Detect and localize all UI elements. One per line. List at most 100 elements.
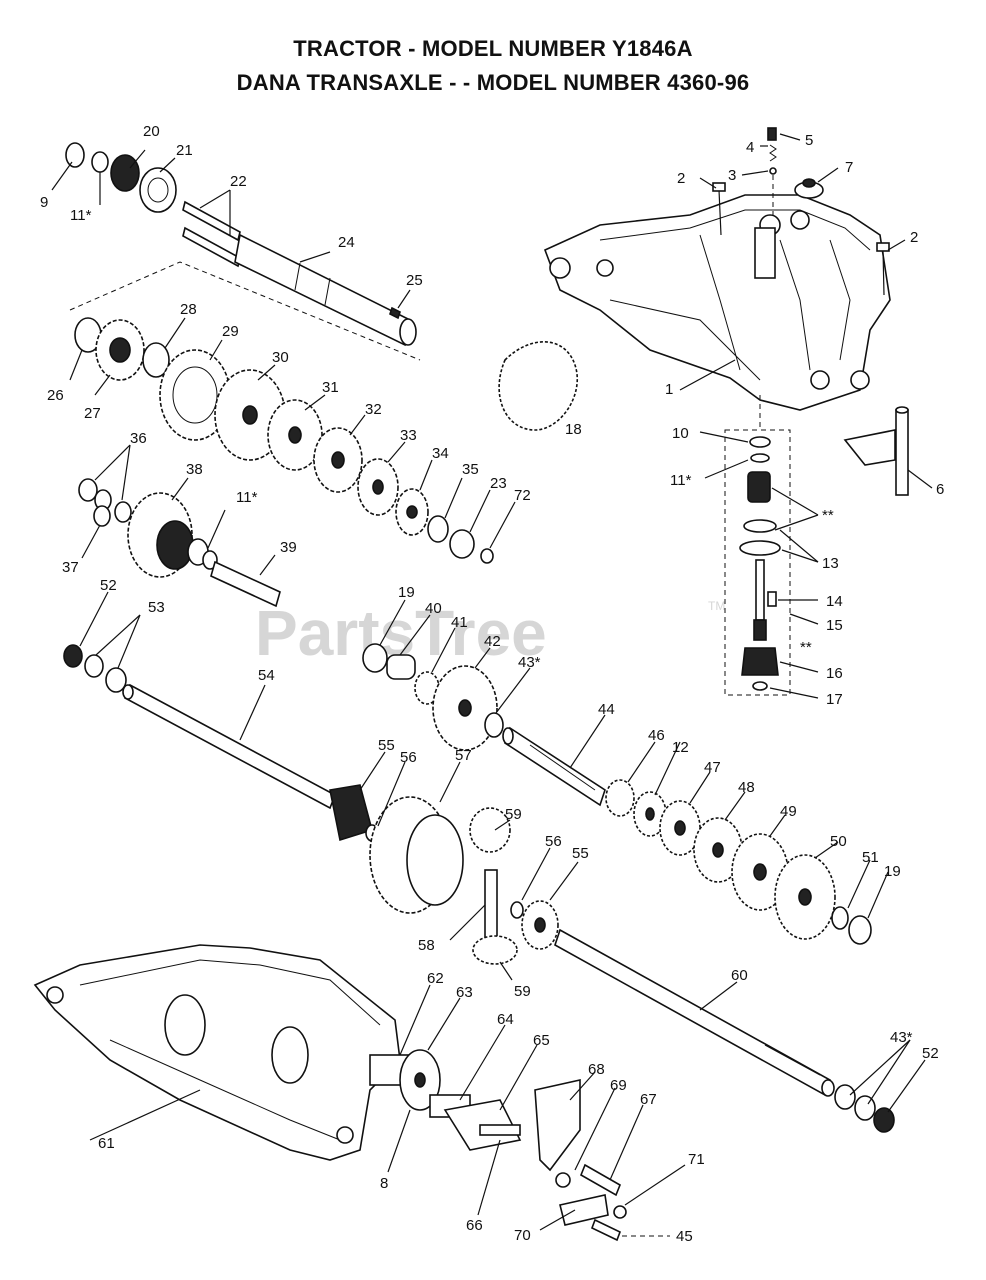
watermark-trademark: TM bbox=[708, 599, 725, 613]
part-label: 59 bbox=[505, 806, 522, 823]
part-label: 57 bbox=[455, 747, 472, 764]
part-label: 19 bbox=[884, 863, 901, 880]
gear-stack-right bbox=[605, 779, 872, 945]
part-label: 13 bbox=[822, 555, 839, 572]
axle-shaft-60 bbox=[554, 928, 895, 1133]
part-label: 69 bbox=[610, 1077, 627, 1094]
diagram-subtitle: DANA TRANSAXLE - - MODEL NUMBER 4360-96 bbox=[236, 70, 750, 95]
part-label: 52 bbox=[100, 577, 117, 594]
part-label: 49 bbox=[780, 803, 797, 820]
part-label: 36 bbox=[130, 430, 147, 447]
top-shaft-assembly bbox=[65, 142, 421, 361]
part-label: 40 bbox=[425, 600, 442, 617]
part-label: 3 bbox=[728, 167, 736, 184]
part-label: 65 bbox=[533, 1032, 550, 1049]
shifter-assembly bbox=[724, 395, 791, 696]
part-label: 11* bbox=[236, 489, 258, 506]
part-label: 72 bbox=[514, 487, 531, 504]
part-label: 4 bbox=[746, 139, 754, 156]
part-label: 37 bbox=[62, 559, 79, 576]
part-label: 6 bbox=[936, 481, 944, 498]
part-label: 67 bbox=[640, 1091, 657, 1108]
part-label: 61 bbox=[98, 1135, 115, 1152]
part-label: 46 bbox=[648, 727, 665, 744]
part-label: 31 bbox=[322, 379, 339, 396]
bearing-gear-set-40-42 bbox=[362, 643, 504, 751]
upper-transaxle-case bbox=[543, 194, 891, 411]
part-label: ** bbox=[800, 639, 812, 656]
part-label: 29 bbox=[222, 323, 239, 340]
part-label: 22 bbox=[230, 173, 247, 190]
part-label: 9 bbox=[40, 194, 48, 211]
part-label: 60 bbox=[731, 967, 748, 984]
part-label: 45 bbox=[676, 1228, 693, 1245]
part-label: 43* bbox=[890, 1029, 913, 1046]
part-label: 30 bbox=[272, 349, 289, 366]
part-label: 71 bbox=[688, 1151, 705, 1168]
part-label: 11* bbox=[70, 207, 92, 224]
cluster-gear-38 bbox=[78, 478, 281, 608]
part-label: 1 bbox=[665, 381, 673, 398]
part-label: 7 bbox=[845, 159, 853, 176]
part-label: 23 bbox=[490, 475, 507, 492]
part-label: 66 bbox=[466, 1217, 483, 1234]
part-label: 43* bbox=[518, 654, 541, 671]
part-label: 51 bbox=[862, 849, 879, 866]
diagram-title: TRACTOR - MODEL NUMBER Y1846A bbox=[293, 36, 693, 61]
part-label: 50 bbox=[830, 833, 847, 850]
vent-cap bbox=[794, 178, 824, 199]
part-label: 33 bbox=[400, 427, 417, 444]
leader-lines bbox=[51, 133, 933, 1231]
part-label: 52 bbox=[922, 1045, 939, 1062]
brake-assembly bbox=[369, 1049, 670, 1242]
part-label: 14 bbox=[826, 593, 843, 610]
part-label: 64 bbox=[497, 1011, 514, 1028]
part-label: 68 bbox=[588, 1061, 605, 1078]
part-label: 54 bbox=[258, 667, 275, 684]
part-label: 16 bbox=[826, 665, 843, 682]
part-label: 38 bbox=[186, 461, 203, 478]
part-labels: 9 11* 20 21 22 24 25 26 27 28 29 30 31 3… bbox=[40, 123, 944, 1245]
part-label: 20 bbox=[143, 123, 160, 140]
part-label: 59 bbox=[514, 983, 531, 1000]
part-label: 56 bbox=[545, 833, 562, 850]
part-label: 53 bbox=[148, 599, 165, 616]
part-label: 32 bbox=[365, 401, 382, 418]
part-label: 62 bbox=[427, 970, 444, 987]
axle-shaft-54 bbox=[63, 644, 379, 842]
part-label: 27 bbox=[84, 405, 101, 422]
case-bolt bbox=[712, 182, 726, 236]
lower-transaxle-case bbox=[33, 944, 401, 1161]
spring-and-ball bbox=[767, 127, 777, 220]
part-label: 47 bbox=[704, 759, 721, 776]
part-label: 34 bbox=[432, 445, 449, 462]
drive-chain bbox=[498, 341, 578, 431]
part-label: 25 bbox=[406, 272, 423, 289]
part-label: 63 bbox=[456, 984, 473, 1001]
part-label: 17 bbox=[826, 691, 843, 708]
part-label: 55 bbox=[572, 845, 589, 862]
differential-assembly bbox=[369, 796, 559, 965]
part-label: 12 bbox=[672, 739, 689, 756]
part-label: 2 bbox=[677, 170, 685, 187]
part-label: 41 bbox=[451, 614, 468, 631]
part-label: 18 bbox=[565, 421, 582, 438]
part-label: 35 bbox=[462, 461, 479, 478]
part-label: 48 bbox=[738, 779, 755, 796]
part-label: 19 bbox=[398, 584, 415, 601]
part-label: 21 bbox=[176, 142, 193, 159]
part-label: 42 bbox=[484, 633, 501, 650]
part-label: 28 bbox=[180, 301, 197, 318]
case-bolt-right bbox=[876, 242, 890, 296]
part-label: 70 bbox=[514, 1227, 531, 1244]
shaft-44 bbox=[502, 726, 606, 807]
part-label: 11* bbox=[670, 472, 692, 489]
part-label: 5 bbox=[805, 132, 813, 149]
part-label: 24 bbox=[338, 234, 355, 251]
part-label: 58 bbox=[418, 937, 435, 954]
part-label: 8 bbox=[380, 1175, 388, 1192]
shift-bracket bbox=[843, 406, 909, 496]
part-label: 26 bbox=[47, 387, 64, 404]
part-label: 55 bbox=[378, 737, 395, 754]
